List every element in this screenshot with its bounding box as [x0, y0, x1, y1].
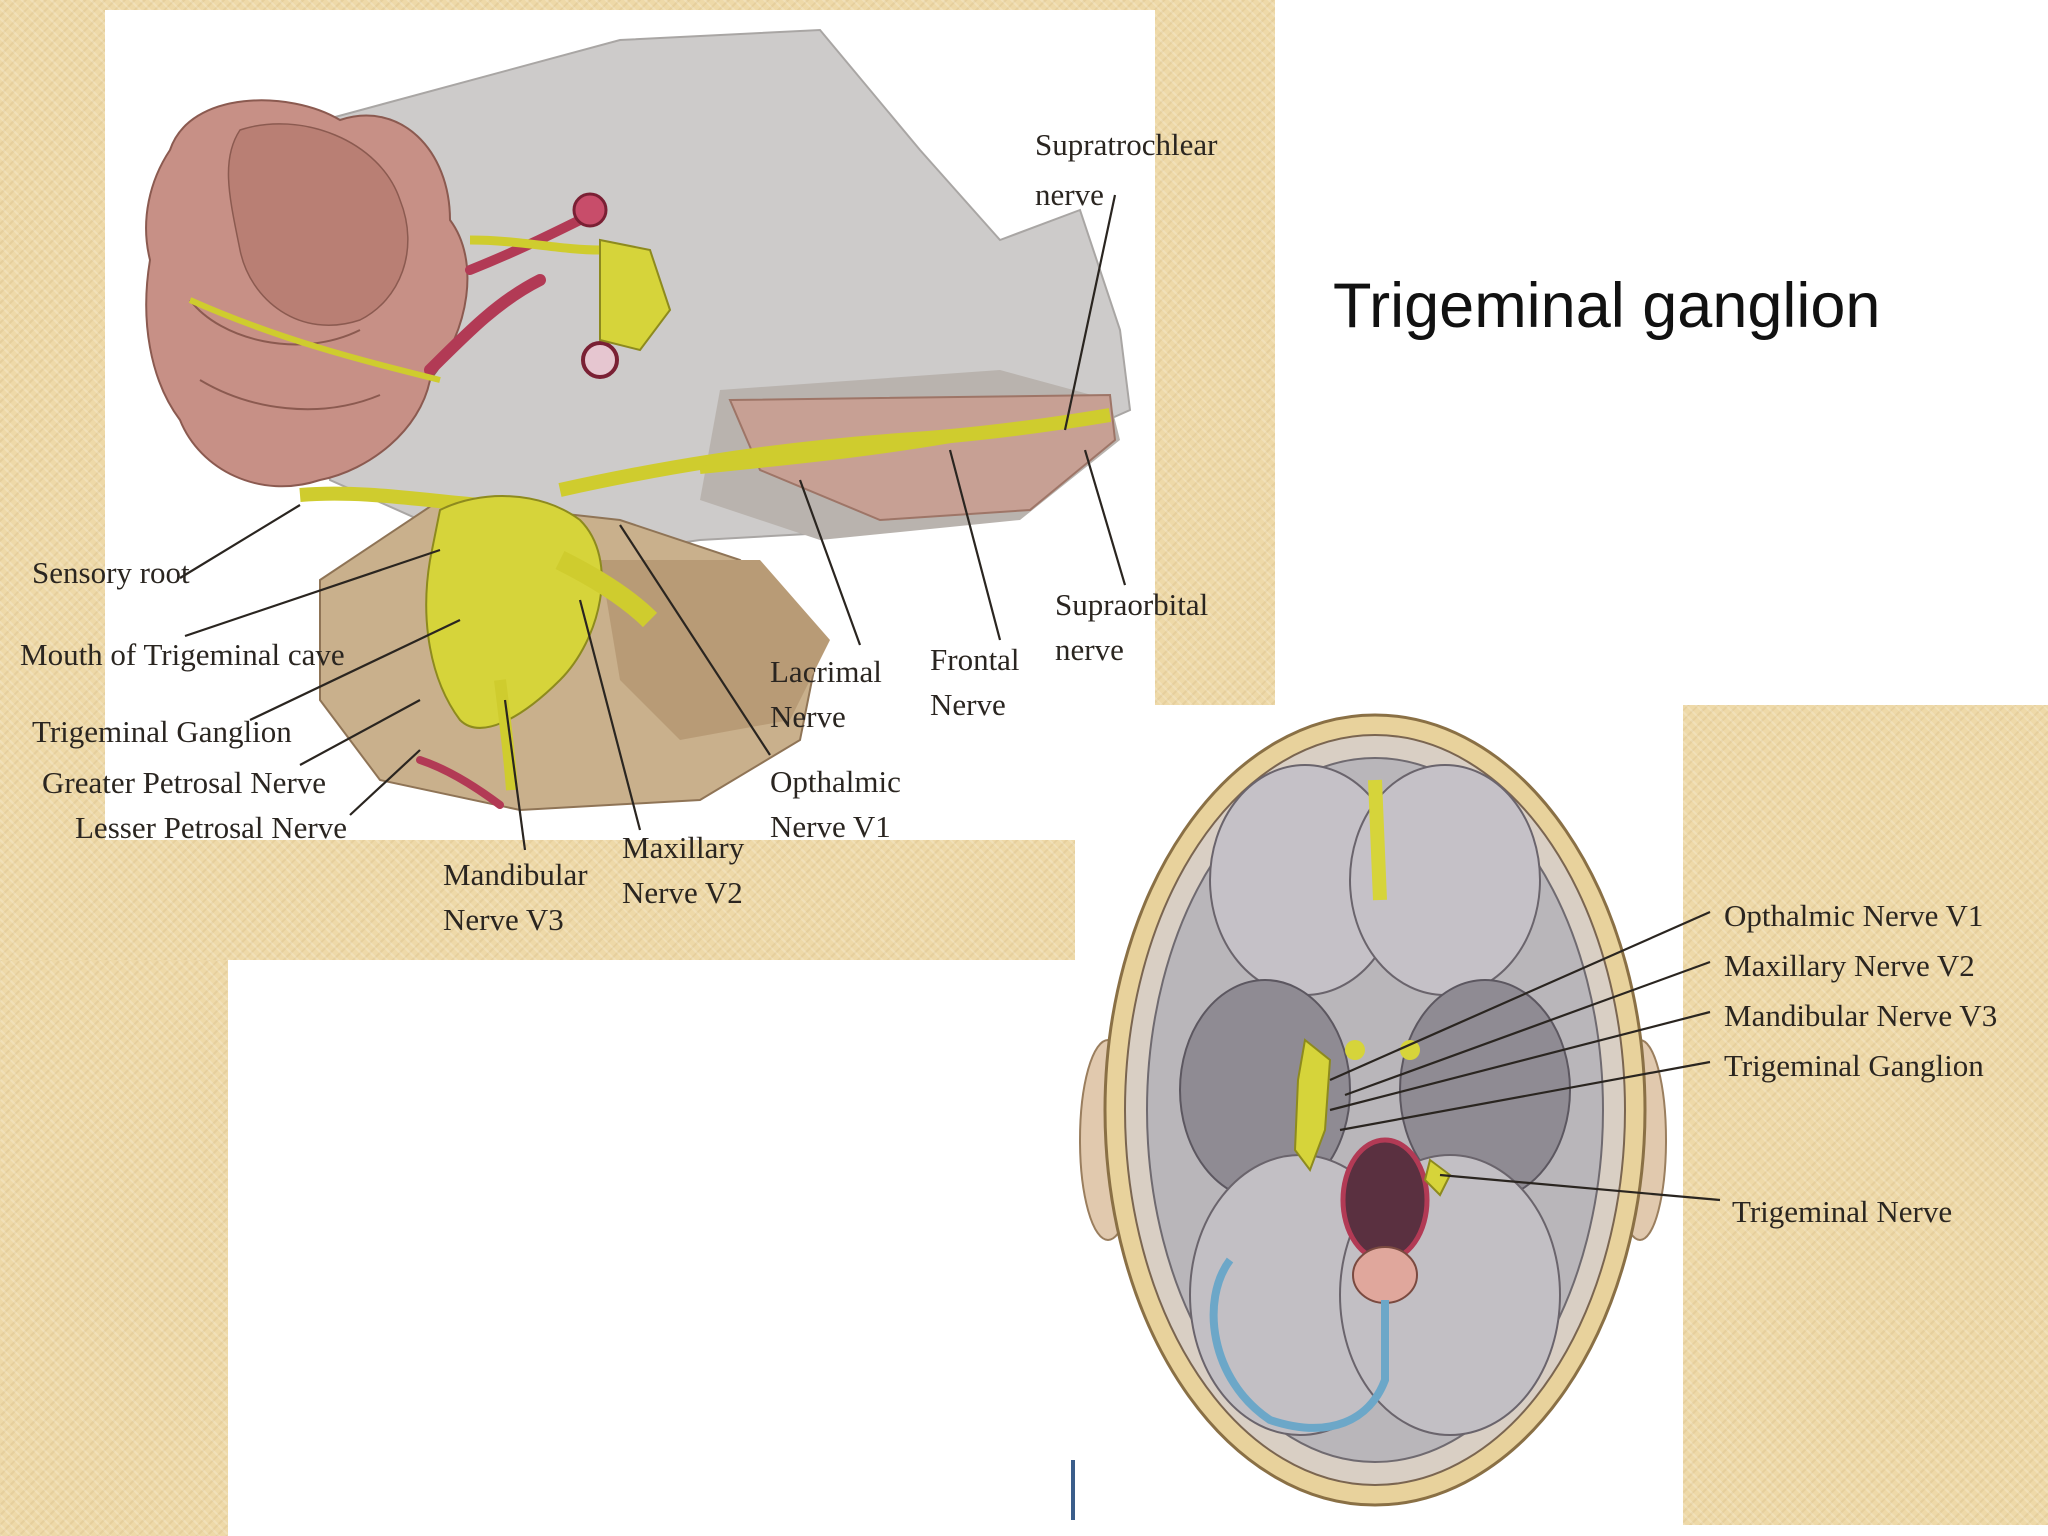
- nerve-point: [1400, 1040, 1420, 1060]
- brain-sulcus: [199, 379, 381, 411]
- label-mandibular-nerve-v3: Mandibular Nerve V3: [1724, 998, 1997, 1033]
- ophthalmic-nerve-v1: [558, 408, 1112, 497]
- label-lacrimal: Lacrimal: [770, 654, 882, 689]
- label-trigeminal-ganglion: Trigeminal Ganglion: [32, 714, 292, 749]
- artery: [416, 756, 504, 809]
- label-lesser-petrosal: Lesser Petrosal Nerve: [75, 810, 347, 845]
- leader-line: [1083, 449, 1127, 586]
- leader-line: [349, 749, 421, 816]
- optic-chiasm: [599, 238, 672, 352]
- leader-line: [1344, 960, 1711, 1097]
- brainstem-section: [1340, 1137, 1430, 1263]
- label-maxillary-nerve-v2: Maxillary Nerve V2: [1724, 948, 1975, 983]
- nerve-point: [1345, 1040, 1365, 1060]
- label-supraorbital-2: nerve: [1055, 632, 1124, 667]
- background-texture-left: [0, 960, 228, 1536]
- leader-line: [578, 599, 642, 831]
- label-supraorbital: Supraorbital: [1055, 587, 1208, 622]
- leader-line: [184, 548, 441, 638]
- carotid-artery-section: [581, 341, 619, 379]
- label-supratrochlear: Supratrochlear: [1035, 127, 1218, 162]
- brain-gyrus: [227, 123, 409, 326]
- label-trigeminal-nerve: Trigeminal Nerve: [1732, 1194, 1952, 1229]
- label-supratrochlear-2: nerve: [1035, 177, 1104, 212]
- leader-line: [1063, 194, 1117, 431]
- label-mandibular: Mandibular: [443, 857, 588, 892]
- mandibular-nerve-v3: [494, 679, 518, 791]
- skull-base-illustration: Opthalmic Nerve V1 Maxillary Nerve V2 Ma…: [1071, 705, 1997, 1525]
- trigeminal-nerve: [1423, 1158, 1452, 1197]
- crista-galli-nerve: [1368, 779, 1387, 901]
- leader-line: [249, 619, 461, 721]
- petrous-bone: [600, 560, 830, 740]
- label-frontal: Frontal: [930, 642, 1020, 677]
- label-frontal-2: Nerve: [930, 687, 1006, 722]
- label-greater-petrosal: Greater Petrosal Nerve: [42, 765, 326, 800]
- brain-sulcus: [189, 299, 361, 346]
- label-trigeminal-ganglion-bottom: Trigeminal Ganglion: [1724, 1048, 1984, 1083]
- foramen-magnum: [1352, 1246, 1418, 1304]
- label-lacrimal-2: Nerve: [770, 699, 846, 734]
- trigeminal-ganglion: [425, 495, 603, 729]
- maxillary-nerve-v2: [555, 551, 658, 628]
- leader-line: [1339, 1060, 1711, 1132]
- leader-line: [1439, 1173, 1721, 1202]
- label-maxillary-2: Nerve V2: [622, 875, 743, 910]
- leader-line: [1329, 1010, 1711, 1112]
- label-mandibular-2: Nerve V3: [443, 902, 564, 937]
- leader-line: [503, 699, 527, 851]
- carotid-artery-section: [572, 192, 608, 228]
- leader-line: [948, 449, 1002, 641]
- leader-line: [619, 524, 771, 756]
- label-opthalmic: Opthalmic: [770, 764, 901, 799]
- label-sensory-root: Sensory root: [32, 555, 190, 590]
- slide-title: Trigeminal ganglion: [1333, 271, 1881, 341]
- leader-line: [179, 504, 301, 579]
- leader-line: [299, 699, 421, 766]
- trigeminal-ganglion: [1293, 1038, 1332, 1173]
- leader-line: [798, 479, 862, 646]
- frontal-nerve: [699, 426, 1001, 474]
- nerve-fiber: [188, 297, 441, 383]
- transverse-sinus: [1209, 1257, 1389, 1432]
- label-maxillary: Maxillary: [622, 830, 745, 865]
- label-mouth-trigeminal-cave: Mouth of Trigeminal cave: [20, 637, 345, 672]
- artery: [424, 274, 546, 376]
- nerve-fiber: [469, 235, 601, 255]
- background-texture-right: [1683, 705, 2048, 1525]
- top-anatomical-illustration: Supratrochlear nerve Supraorbital nerve …: [20, 10, 1218, 937]
- leader-line: [1329, 910, 1711, 1082]
- label-opthalmic-2: Nerve V1: [770, 809, 891, 844]
- label-opthalmic-nerve-v1: Opthalmic Nerve V1: [1724, 898, 1983, 933]
